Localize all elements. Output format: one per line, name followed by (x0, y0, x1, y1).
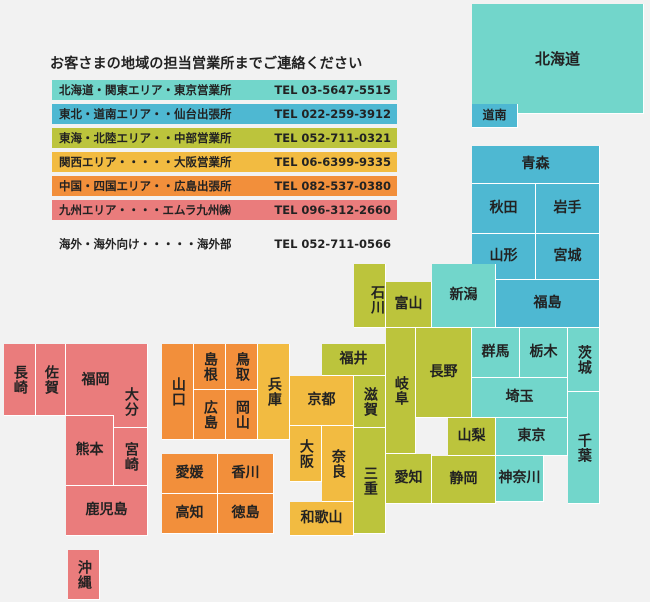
contact-phone: TEL 022-259-3912 (274, 107, 391, 121)
pref-mie[interactable]: 三重 (354, 428, 386, 534)
contact-area-label: 東北・道南エリア・・仙台出張所 (59, 107, 232, 121)
contact-area-label: 東海・北陸エリア・・中部営業所 (59, 131, 232, 145)
pref-gifu[interactable]: 岐阜 (386, 328, 416, 454)
contact-row-chubu[interactable]: 東海・北陸エリア・・中部営業所 TEL 052-711-0321 (52, 128, 397, 148)
pref-kochi[interactable]: 高知 (162, 494, 218, 534)
pref-osaka[interactable]: 大阪 (290, 426, 322, 482)
pref-hokkaido[interactable]: 北海道 (472, 4, 644, 114)
contact-row-sendai[interactable]: 東北・道南エリア・・仙台出張所 TEL 022-259-3912 (52, 104, 397, 124)
pref-okayama[interactable]: 岡山 (226, 390, 258, 440)
pref-saga[interactable]: 佐賀 (36, 344, 66, 416)
pref-ishikawa[interactable]: 石川 (354, 264, 386, 328)
pref-kanagawa[interactable]: 神奈川 (496, 456, 544, 502)
contact-row-overseas: 海外・海外向け・・・・・海外部 TEL 052-711-0566 (52, 234, 397, 254)
pref-tottori[interactable]: 鳥取 (226, 344, 258, 390)
pref-chiba[interactable]: 千葉 (568, 392, 600, 504)
contact-phone: TEL 052-711-0566 (274, 237, 391, 251)
pref-nara[interactable]: 奈良 (322, 426, 354, 502)
contact-row-kyushu[interactable]: 九州エリア・・・・エムラ九州㈱ TEL 096-312-2660 (52, 200, 397, 220)
pref-ehime[interactable]: 愛媛 (162, 454, 218, 494)
pref-gunma[interactable]: 群馬 (472, 328, 520, 378)
contact-area-label: 関西エリア・・・・・大阪営業所 (59, 155, 232, 169)
contact-phone: TEL 03-5647-5515 (274, 83, 391, 97)
pref-oita[interactable]: 大分 (114, 376, 148, 428)
pref-kumamoto[interactable]: 熊本 (66, 416, 114, 486)
pref-shimane[interactable]: 島根 (194, 344, 226, 390)
pref-nagano[interactable]: 長野 (416, 328, 472, 418)
pref-nagasaki[interactable]: 長崎 (4, 344, 36, 416)
pref-yamaguchi[interactable]: 山口 (162, 344, 194, 440)
pref-niigata[interactable]: 新潟 (432, 264, 496, 328)
pref-kagawa[interactable]: 香川 (218, 454, 274, 494)
contact-phone: TEL 082-537-0380 (274, 179, 391, 193)
contact-phone: TEL 06-6399-9335 (274, 155, 391, 169)
pref-hyogo[interactable]: 兵庫 (258, 344, 290, 440)
page-title: お客さまの地域の担当営業所までご連絡ください (50, 56, 363, 72)
contact-row-osaka[interactable]: 関西エリア・・・・・大阪営業所 TEL 06-6399-9335 (52, 152, 397, 172)
pref-fukushima[interactable]: 福島 (496, 280, 600, 328)
pref-aomori[interactable]: 青森 (472, 146, 600, 184)
pref-wakayama[interactable]: 和歌山 (290, 502, 354, 536)
pref-saitama[interactable]: 埼玉 (472, 378, 568, 418)
pref-shizuoka[interactable]: 静岡 (432, 456, 496, 504)
pref-hiroshima[interactable]: 広島 (194, 390, 226, 440)
contact-area-label: 海外・海外向け・・・・・海外部 (59, 237, 232, 251)
pref-akita[interactable]: 秋田 (472, 184, 536, 234)
pref-iwate[interactable]: 岩手 (536, 184, 600, 234)
pref-yamanashi[interactable]: 山梨 (448, 418, 496, 456)
contact-row-tokyo[interactable]: 北海道・関東エリア・東京営業所 TEL 03-5647-5515 (52, 80, 397, 100)
pref-aichi[interactable]: 愛知 (386, 454, 432, 504)
pref-toyama[interactable]: 富山 (386, 282, 432, 328)
pref-ibaraki[interactable]: 茨城 (568, 328, 600, 392)
pref-miyazaki[interactable]: 宮崎 (114, 428, 148, 486)
pref-tochigi[interactable]: 栃木 (520, 328, 568, 378)
pref-miyagi[interactable]: 宮城 (536, 234, 600, 280)
pref-tokyo[interactable]: 東京 (496, 418, 568, 456)
contact-phone: TEL 096-312-2660 (274, 203, 391, 217)
contact-area-label: 中国・四国エリア・・広島出張所 (59, 179, 232, 193)
contact-area-label: 九州エリア・・・・エムラ九州㈱ (59, 203, 231, 217)
pref-okinawa[interactable]: 沖縄 (68, 550, 100, 600)
contact-phone: TEL 052-711-0321 (274, 131, 391, 145)
pref-fukui[interactable]: 福井 (322, 344, 386, 376)
contact-area-label: 北海道・関東エリア・東京営業所 (59, 83, 232, 97)
contact-row-hiroshima[interactable]: 中国・四国エリア・・広島出張所 TEL 082-537-0380 (52, 176, 397, 196)
pref-tokushima[interactable]: 徳島 (218, 494, 274, 534)
pref-donan[interactable]: 道南 (472, 104, 518, 128)
pref-kyoto[interactable]: 京都 (290, 376, 354, 426)
pref-kagoshima[interactable]: 鹿児島 (66, 486, 148, 536)
pref-shiga[interactable]: 滋賀 (354, 376, 386, 428)
